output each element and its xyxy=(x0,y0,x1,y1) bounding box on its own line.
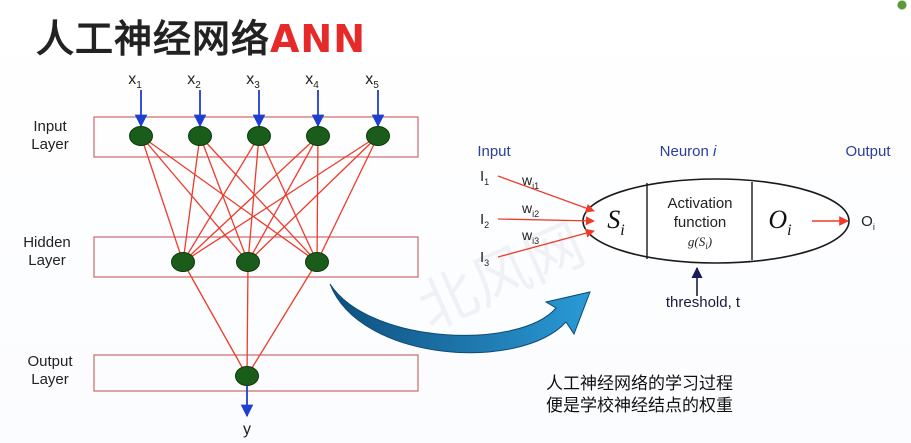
edge-input5-hidden3 xyxy=(316,135,379,263)
layer-label-input-line2: Layer xyxy=(31,136,69,153)
edge-input3-hidden2 xyxy=(247,135,260,263)
neuron-input-I1: I1 xyxy=(480,168,489,187)
hidden-node-2 xyxy=(236,252,260,272)
edge-input1-hidden1 xyxy=(140,135,184,263)
neuron-weight-wi1: wi1 xyxy=(521,172,539,191)
activation-label-line2: function xyxy=(674,214,727,231)
layer-label-output: Output Layer xyxy=(14,353,86,389)
threshold-label: threshold, t xyxy=(666,294,741,311)
input-label-x2: x2 xyxy=(187,71,201,91)
layer-label-hidden-line2: Layer xyxy=(28,252,66,269)
hidden-node-3 xyxy=(305,252,329,272)
edge-input3-hidden3 xyxy=(258,135,318,263)
layer-label-output-line2: Layer xyxy=(31,371,69,388)
neuron-input-arrow-2 xyxy=(497,216,595,226)
layer-label-output-line1: Output xyxy=(27,353,73,370)
neuron-header-neuron: Neuron i xyxy=(660,143,717,160)
input-node-4 xyxy=(306,126,330,146)
edge-input4-hidden3 xyxy=(316,135,319,263)
caption: 人工神经网络的学习过程 便是学校神经结点的权重 xyxy=(546,373,733,417)
output-node xyxy=(235,366,259,386)
layer-label-hidden-line1: Hidden xyxy=(23,234,71,251)
edge-hidden3-output xyxy=(246,261,318,377)
edge-input4-hidden1 xyxy=(182,135,319,263)
input-label-x3: x3 xyxy=(246,71,260,91)
edge-input2-hidden2 xyxy=(199,135,249,263)
neuron-input-I2: I2 xyxy=(480,211,489,230)
input-node-3 xyxy=(247,126,271,146)
edge-input5-hidden1 xyxy=(182,135,379,263)
title-main: 人工神经网络 xyxy=(36,17,271,61)
input-label-x5: x5 xyxy=(365,71,379,91)
edge-hidden1-output xyxy=(182,261,248,377)
neuron-result-label: Oi xyxy=(861,213,875,232)
neuron-header-output: Output xyxy=(845,143,891,160)
edge-input5-hidden2 xyxy=(247,135,379,263)
edge-input2-hidden3 xyxy=(199,135,318,263)
layer-box-output xyxy=(93,354,419,392)
input-node-5 xyxy=(366,126,390,146)
input-node-1 xyxy=(129,126,153,146)
input-label-x4: x4 xyxy=(305,71,319,91)
title-accent: ANN xyxy=(270,17,367,61)
edge-input3-hidden1 xyxy=(182,135,260,263)
edge-input4-hidden2 xyxy=(247,135,319,263)
neuron-sum-label: Si xyxy=(607,205,624,239)
input-label-x1: x1 xyxy=(128,71,142,91)
neuron-out-label: Oi xyxy=(768,205,791,239)
neuron-weight-wi3: wi3 xyxy=(521,227,539,246)
page-title: 人工神经网络ANN xyxy=(36,8,366,63)
neuron-input-I3: I3 xyxy=(480,249,489,268)
layer-box-hidden xyxy=(93,236,419,278)
edge-input1-hidden3 xyxy=(140,135,318,263)
edge-input2-hidden1 xyxy=(182,135,201,263)
layer-label-input: Input Layer xyxy=(14,118,86,154)
sweep-arrow xyxy=(329,283,591,354)
input-node-2 xyxy=(188,126,212,146)
output-label-y: y xyxy=(243,421,251,438)
hidden-node-1 xyxy=(171,252,195,272)
activation-formula: g(Si) xyxy=(688,234,712,251)
caption-line2: 便是学校神经结点的权重 xyxy=(546,396,733,416)
neuron-input-arrow-3 xyxy=(497,228,595,258)
edge-hidden2-output xyxy=(246,261,249,377)
neuron-header-input: Input xyxy=(477,143,511,160)
layer-label-input-line1: Input xyxy=(33,118,67,135)
neuron-weight-wi2: wi2 xyxy=(521,200,539,219)
neuron-input-arrow-1 xyxy=(497,175,595,213)
activation-label-line1: Activation xyxy=(667,195,732,212)
edge-input1-hidden2 xyxy=(140,135,249,263)
layer-label-hidden: Hidden Layer xyxy=(8,234,86,270)
corner-decoration xyxy=(897,0,907,14)
caption-line1: 人工神经网络的学习过程 xyxy=(546,374,733,394)
